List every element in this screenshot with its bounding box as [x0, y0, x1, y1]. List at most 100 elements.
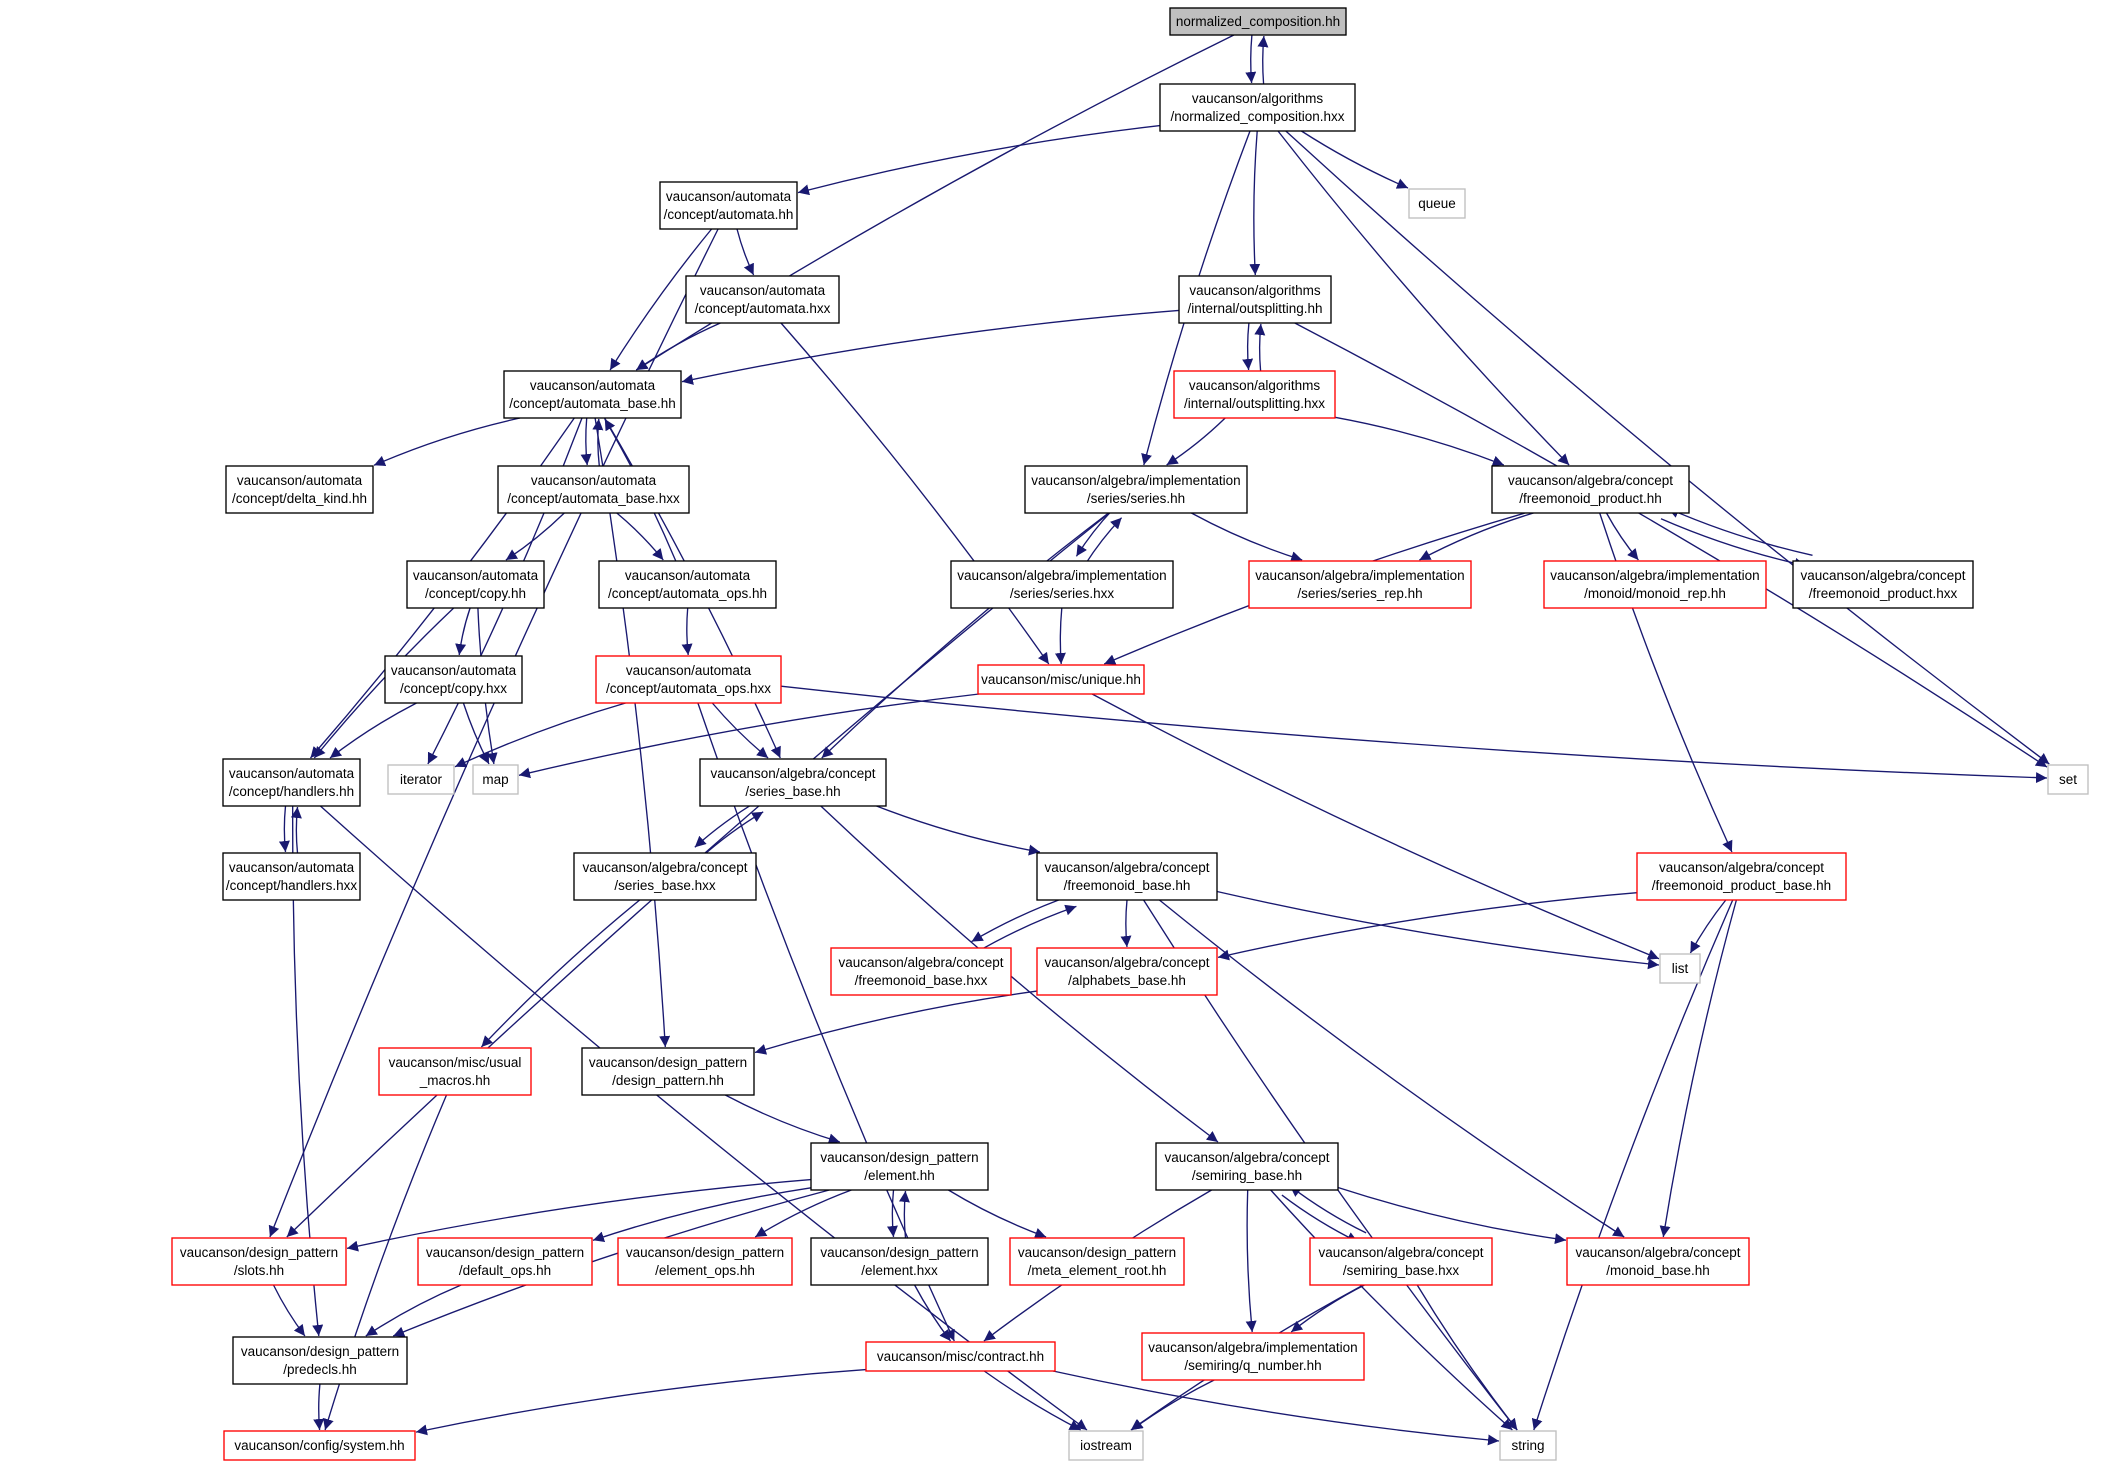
node-n30[interactable]: vaucanson/algebra/concept/freemonoid_bas…: [830, 947, 1012, 996]
node-n0[interactable]: normalized_composition.hh: [1169, 7, 1347, 36]
node-box[interactable]: [497, 465, 690, 514]
node-n1[interactable]: vaucanson/algorithms/normalized_composit…: [1159, 83, 1356, 132]
node-box[interactable]: [1068, 1430, 1144, 1461]
node-box[interactable]: [573, 852, 757, 901]
node-n17[interactable]: vaucanson/algebra/concept/freemonoid_pro…: [1792, 560, 1974, 609]
node-box[interactable]: [1659, 953, 1701, 984]
node-n24[interactable]: vaucanson/algebra/concept/series_base.hh: [699, 758, 887, 807]
node-n27[interactable]: vaucanson/algebra/concept/series_base.hx…: [573, 852, 757, 901]
node-n31[interactable]: vaucanson/algebra/concept/alphabets_base…: [1036, 947, 1218, 996]
node-box[interactable]: [699, 758, 887, 807]
node-n9[interactable]: vaucanson/automata/concept/automata_base…: [497, 465, 690, 514]
node-n18[interactable]: vaucanson/automata/concept/copy.hxx: [384, 655, 523, 704]
node-box[interactable]: [503, 370, 682, 419]
node-box[interactable]: [810, 1142, 989, 1191]
node-n20[interactable]: vaucanson/misc/unique.hh: [977, 664, 1145, 695]
node-box[interactable]: [1169, 7, 1347, 36]
node-box[interactable]: [222, 852, 361, 901]
node-box[interactable]: [1309, 1237, 1493, 1286]
node-box[interactable]: [417, 1237, 593, 1286]
node-n3[interactable]: queue: [1408, 188, 1466, 219]
node-n10[interactable]: vaucanson/algebra/implementation/series/…: [1024, 465, 1248, 514]
node-n40[interactable]: vaucanson/design_pattern/element.hxx: [810, 1237, 989, 1286]
node-n34[interactable]: vaucanson/design_pattern/design_pattern.…: [581, 1047, 755, 1096]
node-box[interactable]: [659, 181, 798, 230]
node-n14[interactable]: vaucanson/algebra/implementation/series/…: [950, 560, 1174, 609]
node-n36[interactable]: vaucanson/algebra/concept/semiring_base.…: [1155, 1142, 1339, 1191]
node-n16[interactable]: vaucanson/algebra/implementation/monoid/…: [1543, 560, 1767, 609]
node-n5[interactable]: vaucanson/algorithms/internal/outsplitti…: [1178, 275, 1332, 324]
node-n11[interactable]: vaucanson/algebra/concept/freemonoid_pro…: [1491, 465, 1690, 514]
node-n47[interactable]: vaucanson/config/system.hh: [223, 1430, 416, 1461]
node-box[interactable]: [617, 1237, 793, 1286]
node-n49[interactable]: string: [1499, 1430, 1557, 1461]
node-box[interactable]: [406, 560, 545, 609]
node-n26[interactable]: vaucanson/automata/concept/handlers.hxx: [222, 852, 361, 901]
node-n38[interactable]: vaucanson/design_pattern/default_ops.hh: [417, 1237, 593, 1286]
node-box[interactable]: [685, 275, 840, 324]
node-box[interactable]: [1491, 465, 1690, 514]
node-box[interactable]: [1499, 1430, 1557, 1461]
node-box[interactable]: [1792, 560, 1974, 609]
node-n19[interactable]: vaucanson/automata/concept/automata_ops.…: [595, 655, 782, 704]
node-n32[interactable]: list: [1659, 953, 1701, 984]
node-box[interactable]: [865, 1341, 1056, 1372]
node-box[interactable]: [387, 764, 455, 795]
node-n21[interactable]: vaucanson/automata/concept/handlers.hh: [222, 758, 361, 807]
node-box[interactable]: [1248, 560, 1472, 609]
node-box[interactable]: [950, 560, 1174, 609]
node-box[interactable]: [1141, 1332, 1365, 1381]
node-n45[interactable]: vaucanson/misc/contract.hh: [865, 1341, 1056, 1372]
node-box[interactable]: [1408, 188, 1466, 219]
node-box[interactable]: [977, 664, 1145, 695]
node-box[interactable]: [1155, 1142, 1339, 1191]
node-n25[interactable]: set: [2047, 764, 2089, 795]
node-n23[interactable]: map: [472, 764, 519, 795]
node-box[interactable]: [581, 1047, 755, 1096]
node-box[interactable]: [222, 758, 361, 807]
node-n44[interactable]: vaucanson/design_pattern/predecls.hh: [232, 1336, 408, 1385]
node-box[interactable]: [378, 1047, 532, 1096]
node-n35[interactable]: vaucanson/design_pattern/element.hh: [810, 1142, 989, 1191]
node-box[interactable]: [1178, 275, 1332, 324]
node-box[interactable]: [232, 1336, 408, 1385]
node-n48[interactable]: iostream: [1068, 1430, 1144, 1461]
node-box[interactable]: [1009, 1237, 1185, 1286]
node-n4[interactable]: vaucanson/automata/concept/automata.hxx: [685, 275, 840, 324]
node-box[interactable]: [225, 465, 374, 514]
node-box[interactable]: [2047, 764, 2089, 795]
node-n37[interactable]: vaucanson/design_pattern/slots.hh: [171, 1237, 347, 1286]
node-box[interactable]: [1636, 852, 1847, 901]
node-box[interactable]: [1159, 83, 1356, 132]
node-box[interactable]: [384, 655, 523, 704]
node-box[interactable]: [1173, 370, 1336, 419]
node-n2[interactable]: vaucanson/automata/concept/automata.hh: [659, 181, 798, 230]
node-n22[interactable]: iterator: [387, 764, 455, 795]
node-n15[interactable]: vaucanson/algebra/implementation/series/…: [1248, 560, 1472, 609]
node-n8[interactable]: vaucanson/automata/concept/delta_kind.hh: [225, 465, 374, 514]
node-box[interactable]: [830, 947, 1012, 996]
node-n43[interactable]: vaucanson/algebra/concept/monoid_base.hh: [1566, 1237, 1750, 1286]
node-n39[interactable]: vaucanson/design_pattern/element_ops.hh: [617, 1237, 793, 1286]
node-box[interactable]: [1543, 560, 1767, 609]
node-box[interactable]: [595, 655, 782, 704]
node-n13[interactable]: vaucanson/automata/concept/automata_ops.…: [598, 560, 777, 609]
node-box[interactable]: [1036, 947, 1218, 996]
node-n42[interactable]: vaucanson/algebra/concept/semiring_base.…: [1309, 1237, 1493, 1286]
node-box[interactable]: [1024, 465, 1248, 514]
node-n33[interactable]: vaucanson/misc/usual_macros.hh: [378, 1047, 532, 1096]
node-box[interactable]: [1036, 852, 1218, 901]
node-box[interactable]: [472, 764, 519, 795]
node-n28[interactable]: vaucanson/algebra/concept/freemonoid_bas…: [1036, 852, 1218, 901]
node-n6[interactable]: vaucanson/automata/concept/automata_base…: [503, 370, 682, 419]
node-box[interactable]: [223, 1430, 416, 1461]
node-box[interactable]: [1566, 1237, 1750, 1286]
node-n29[interactable]: vaucanson/algebra/concept/freemonoid_pro…: [1636, 852, 1847, 901]
node-box[interactable]: [598, 560, 777, 609]
node-box[interactable]: [171, 1237, 347, 1286]
node-n41[interactable]: vaucanson/design_pattern/meta_element_ro…: [1009, 1237, 1185, 1286]
node-box[interactable]: [810, 1237, 989, 1286]
node-n12[interactable]: vaucanson/automata/concept/copy.hh: [406, 560, 545, 609]
node-n7[interactable]: vaucanson/algorithms/internal/outsplitti…: [1173, 370, 1336, 419]
node-n46[interactable]: vaucanson/algebra/implementation/semirin…: [1141, 1332, 1365, 1381]
